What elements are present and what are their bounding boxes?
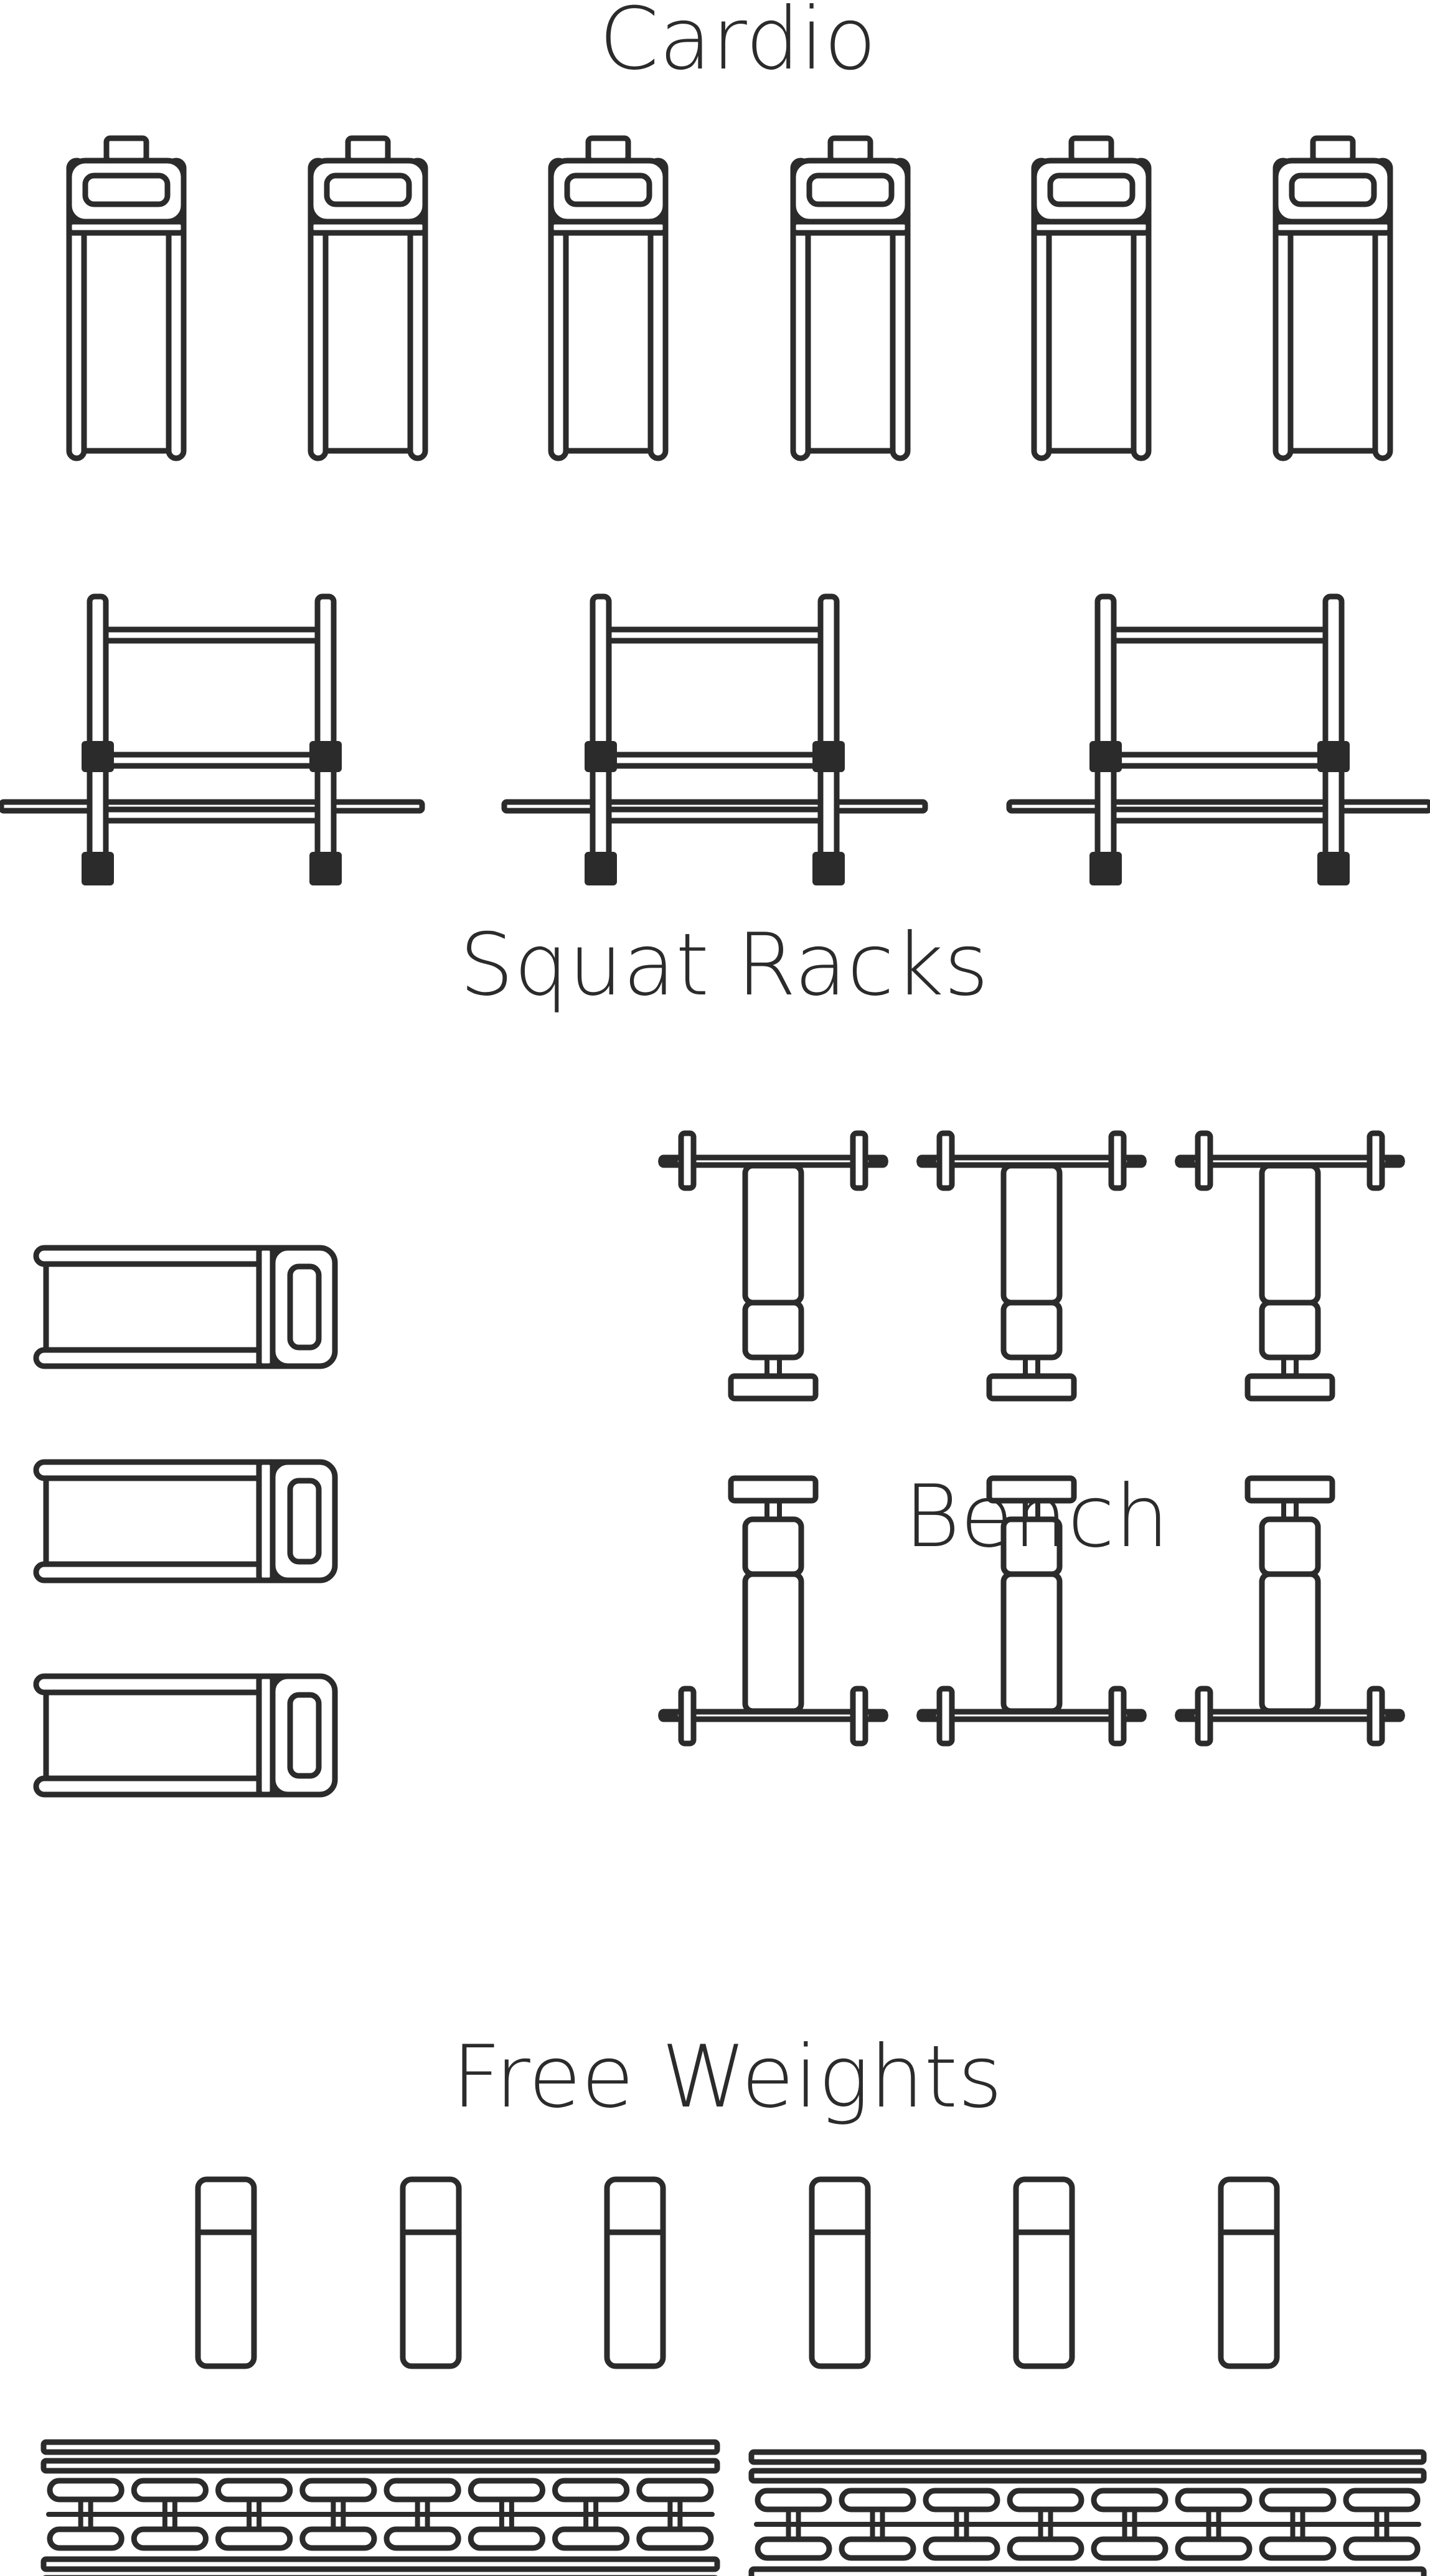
bench	[1175, 1130, 1405, 1402]
side-treadmill	[33, 1245, 338, 1369]
squat-racks-title: Squat Racks	[459, 915, 989, 1015]
treadmill	[66, 135, 187, 461]
dumbbell-pair	[215, 2478, 293, 2551]
dumbbell-bench	[400, 2176, 462, 2369]
bench	[1175, 1475, 1405, 1747]
dumbbell-pair	[47, 2478, 125, 2551]
dumbbell-bench	[1218, 2176, 1280, 2369]
free-weights-area	[40, 2176, 1427, 2576]
treadmill	[548, 135, 669, 461]
treadmill	[1272, 135, 1393, 461]
dumbbell-pair	[383, 2478, 461, 2551]
dumbbell-rack	[748, 2449, 1427, 2576]
squat-rack	[501, 593, 928, 885]
side-treadmill	[33, 1673, 338, 1798]
dumbbell-pair	[1175, 2488, 1253, 2561]
free-weights-title: Free Weights	[452, 2027, 1003, 2127]
bench	[658, 1130, 888, 1402]
cardio-area	[66, 135, 1393, 461]
treadmill	[790, 135, 911, 461]
bench-area	[658, 1130, 1405, 1747]
bench	[916, 1130, 1147, 1402]
side-treadmill	[33, 1459, 338, 1583]
dumbbell-pair	[299, 2478, 377, 2551]
dumbbell-pair	[1343, 2488, 1421, 2561]
side-treadmill-area	[33, 1245, 338, 1798]
dumbbell-pair	[1007, 2488, 1084, 2561]
dumbbell-pair	[1259, 2488, 1337, 2561]
treadmill	[308, 135, 428, 461]
dumbbell-bench	[809, 2176, 871, 2369]
bench	[658, 1475, 888, 1747]
squat-rack	[1006, 593, 1430, 885]
dumbbell-bench	[604, 2176, 666, 2369]
bench	[916, 1475, 1147, 1747]
cardio-title: Cardio	[599, 0, 877, 89]
dumbbell-rack	[40, 2439, 720, 2576]
dumbbell-pair	[1091, 2488, 1169, 2561]
squat-rack-area	[0, 593, 1430, 885]
dumbbell-bench	[195, 2176, 257, 2369]
bench-title: Bench	[904, 1466, 1169, 1567]
dumbbell-pair	[839, 2488, 916, 2561]
squat-rack	[0, 593, 425, 885]
dumbbell-bench	[1013, 2176, 1075, 2369]
treadmill	[1031, 135, 1152, 461]
